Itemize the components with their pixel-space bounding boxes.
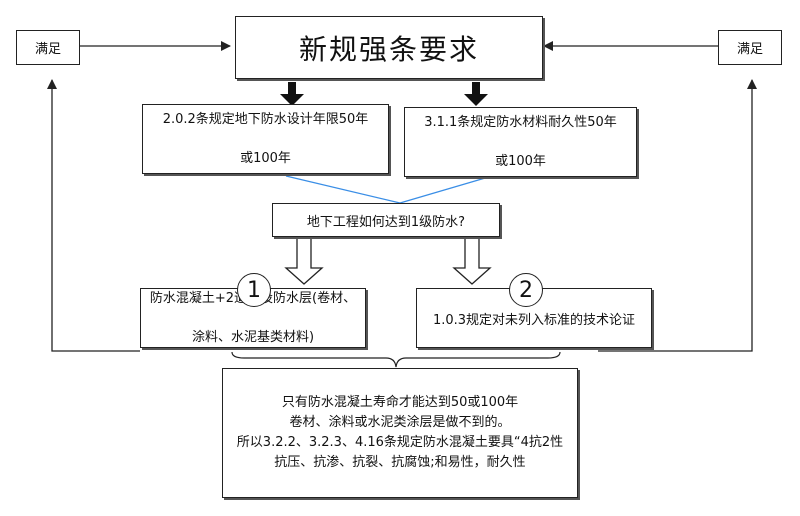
satisfy-left-text: 满足 (34, 42, 61, 57)
conclusion-line1: 只有防水混凝土寿命才能达到50或100年 (281, 394, 519, 410)
conclusion-line2: 卷材、涂料或水泥类涂层是做不到的。 (289, 414, 511, 430)
title-box: 新规强条要求 (235, 16, 543, 79)
option2-text: 1.0.3规定对未列入标准的技术论证 (432, 312, 636, 328)
question-text: 地下工程如何达到1级防水? (306, 214, 466, 230)
hollow-arrow-right (452, 237, 492, 285)
title-text: 新规强条要求 (298, 32, 479, 66)
loop-line-right (598, 79, 757, 352)
req-right-line2: 或100年 (495, 153, 546, 169)
req-left-line1: 2.0.2条规定地下防水设计年限50年 (162, 111, 369, 127)
hollow-arrow-left (284, 237, 324, 285)
question-box: 地下工程如何达到1级防水? (272, 203, 500, 237)
option-marker-1: 1 (237, 273, 271, 307)
conclusion-line3: 所以3.2.2、3.2.3、4.16条规定防水混凝土要具“4抗2性 (236, 435, 564, 450)
satisfy-right-text: 满足 (736, 42, 763, 57)
solid-arrow-left (280, 82, 304, 106)
curly-brace (231, 351, 561, 368)
requirement-box-left: 2.0.2条规定地下防水设计年限50年 或100年 (142, 104, 389, 174)
option1-line2: 涂料、水泥基类材料) (191, 329, 315, 345)
conclusion-box: 只有防水混凝土寿命才能达到50或100年 卷材、涂料或水泥类涂层是做不到的。 所… (222, 368, 578, 498)
loop-line-left (47, 79, 140, 352)
option-marker-2: 2 (509, 273, 543, 307)
conclusion-line4: 抗压、抗渗、抗裂、抗腐蚀;和易性，耐久性 (274, 455, 526, 471)
req-right-line1: 3.1.1条规定防水材料耐久性50年 (424, 114, 617, 130)
solid-arrow-right (464, 82, 488, 106)
requirement-box-right: 3.1.1条规定防水材料耐久性50年 或100年 (404, 107, 637, 177)
blue-line-left (285, 175, 401, 204)
satisfy-box-right: 满足 (718, 30, 782, 65)
blue-line-right (399, 175, 493, 204)
satisfy-box-left: 满足 (16, 30, 80, 65)
req-left-line2: 或100年 (240, 150, 291, 166)
